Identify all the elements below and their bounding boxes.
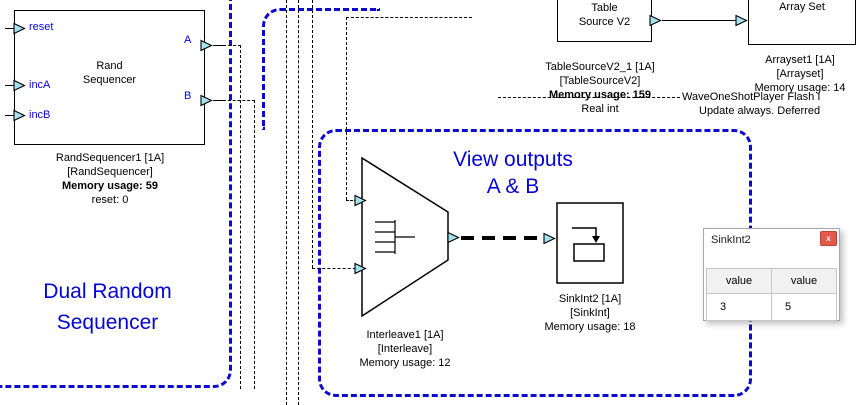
block-type-label: [RandSequencer] <box>67 166 153 178</box>
value-table: value value 3 5 <box>706 268 837 321</box>
annotation-dual-random-sequencer[interactable]: Dual Random Sequencer <box>0 276 215 338</box>
sinkint2-viewer-window: SinkInt2 x value value 3 5 <box>703 228 840 321</box>
port-label-incA: incA <box>29 79 51 91</box>
wire-stub <box>213 100 224 101</box>
wire-interleave-in1-h[interactable] <box>346 200 361 201</box>
annotation-view-outputs[interactable]: View outputs A & B <box>413 146 613 200</box>
wire-stub <box>5 28 14 29</box>
wire-stub <box>5 115 14 116</box>
boundary-top-fragment[interactable] <box>262 8 380 130</box>
wire-bus-3[interactable] <box>312 0 313 268</box>
value-cell: 3 <box>706 293 772 321</box>
block-title-line: Sequencer <box>82 74 137 86</box>
value-column-header: value <box>771 268 837 294</box>
annotation-line: View outputs <box>453 148 573 171</box>
window-titlebar[interactable]: SinkInt2 x <box>704 229 839 252</box>
wire-bus-2[interactable] <box>298 0 299 405</box>
block-instance-label: SinkInt2 [1A] <box>558 293 622 305</box>
value-column-header: value <box>706 268 772 294</box>
wire-b-v[interactable] <box>254 100 255 389</box>
port-label-reset: reset <box>29 21 54 33</box>
port-tablesource-output[interactable] <box>649 14 662 27</box>
block-instance-label: Interleave1 [1A] <box>366 329 444 341</box>
param-label: reset: 0 <box>91 194 129 206</box>
wire-top-v[interactable] <box>346 17 347 200</box>
block-title-line: Rand <box>96 60 123 72</box>
close-icon: x <box>826 234 831 243</box>
port-incA-input[interactable] <box>13 79 26 92</box>
annotation-line: Dual Random <box>43 280 172 303</box>
memory-usage-label: Memory usage: 14 <box>754 82 846 94</box>
memory-usage-label: Memory usage: 59 <box>62 180 158 192</box>
block-sinkint[interactable] <box>556 202 624 284</box>
port-interleave-input-2[interactable] <box>354 262 367 275</box>
value-cell: 5 <box>771 293 837 321</box>
port-label-incB: incB <box>29 109 51 121</box>
block-instance-label: RandSequencer1 [1A] <box>55 152 165 164</box>
block-type-label: [Interleave] <box>377 343 433 355</box>
port-A-output[interactable] <box>200 39 213 52</box>
block-instance-label: WaveOneShotPlayer Flash I <box>682 91 821 103</box>
annotation-line: A & B <box>486 175 540 198</box>
param-label: Update always. Deferred <box>699 105 821 117</box>
port-sinkint-input[interactable] <box>543 232 556 245</box>
port-label-B: B <box>184 90 192 102</box>
port-label-A: A <box>184 34 192 46</box>
wire-bus-1[interactable] <box>286 0 287 405</box>
sink-icon <box>572 227 605 262</box>
port-arrayset-input[interactable] <box>735 14 748 27</box>
block-instance-label: TableSourceV2_1 [1A] <box>545 61 655 73</box>
wire-b-h[interactable] <box>223 100 255 101</box>
wire-top-h[interactable] <box>346 17 472 18</box>
block-title-line: Array Set <box>779 1 825 13</box>
block-type-label: [SinkInt] <box>570 307 610 319</box>
memory-usage-label: Memory usage: 12 <box>359 357 451 369</box>
block-type-label: [Arrayset] <box>776 68 824 80</box>
memory-usage-label: Memory usage: 159 <box>548 89 652 101</box>
block-instance-label: Arrayset1 [1A] <box>765 54 835 66</box>
param-label: Real int <box>581 103 619 115</box>
wire-tablesource-to-arrayset[interactable] <box>662 20 737 21</box>
block-interleave[interactable] <box>355 150 455 322</box>
wire-stub <box>5 85 14 86</box>
wire-stub <box>213 45 224 46</box>
block-rand-sequencer[interactable] <box>14 10 205 145</box>
wire-a-h[interactable] <box>223 45 241 46</box>
port-interleave-output[interactable] <box>447 231 460 244</box>
port-interleave-input-1[interactable] <box>354 194 367 207</box>
boundary-dual-random-sequencer[interactable] <box>0 0 232 388</box>
block-title-line: Table <box>591 2 618 14</box>
wire-interleave-in2-h[interactable] <box>312 268 361 269</box>
window-title: SinkInt2 <box>711 234 751 246</box>
interleave-icon <box>375 220 415 254</box>
port-B-output[interactable] <box>200 94 213 107</box>
block-title-line: Source V2 <box>578 16 631 28</box>
wire-interleave-to-sink[interactable] <box>461 236 545 240</box>
wire-a-v[interactable] <box>240 45 241 389</box>
wire-crossing-labels[interactable] <box>498 97 680 98</box>
block-type-label: [TableSourceV2] <box>559 75 641 87</box>
block-array-set[interactable] <box>748 0 856 45</box>
annotation-line: Sequencer <box>56 311 159 334</box>
memory-usage-label: Memory usage: 18 <box>544 321 636 333</box>
port-incB-input[interactable] <box>13 109 26 122</box>
port-reset-input[interactable] <box>13 22 26 35</box>
close-button[interactable]: x <box>820 231 837 246</box>
